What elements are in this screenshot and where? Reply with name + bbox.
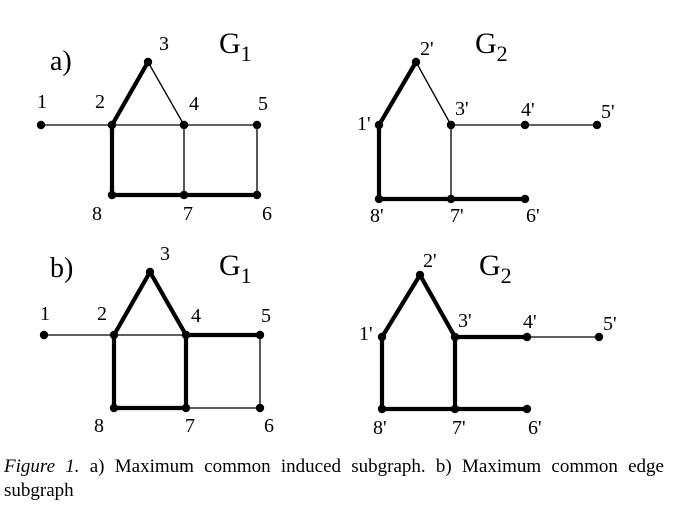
graph-title: G1 (219, 249, 252, 288)
node-label-8p: 8' (373, 417, 387, 439)
node-label-7p: 7' (452, 417, 466, 439)
node-label-5p: 5' (603, 313, 617, 335)
node-7p (450, 404, 460, 414)
node-label-4: 4 (189, 93, 199, 115)
node-label-2p: 2' (420, 38, 434, 60)
graph-title: G1 (219, 27, 252, 66)
node-4p (520, 120, 530, 130)
node-8p (374, 194, 384, 204)
node-label-1p: 1' (357, 113, 371, 135)
edge-2-3-bold (109, 59, 151, 128)
node-7 (179, 190, 189, 200)
node-5p (594, 332, 604, 342)
node-1p (377, 332, 387, 342)
caption-text: a) Maximum common induced subgraph. b) M… (4, 456, 664, 501)
edge-2p-3p (415, 61, 452, 126)
node-label-3p: 3' (458, 310, 472, 332)
node-3p (446, 120, 456, 130)
node-7p (446, 194, 456, 204)
graph-G2: G2 1' 2' 3' 4' 5' 6' 7' 8' (359, 249, 617, 439)
graph-G1: G1 1 2 3 4 5 6 7 8 (39, 243, 274, 437)
node-4p (522, 332, 532, 342)
edge-3-4-bold (147, 269, 189, 338)
node-label-7: 7 (185, 415, 195, 437)
graph-title: G2 (479, 249, 512, 288)
node-label-8: 8 (94, 415, 104, 437)
graph-title: G2 (475, 27, 508, 66)
node-8p (377, 404, 387, 414)
node-label-2: 2 (97, 303, 107, 325)
node-1 (39, 330, 49, 340)
node-1 (36, 120, 46, 130)
edge-2p-3p-bold (417, 272, 458, 340)
node-label-8: 8 (92, 203, 102, 225)
node-label-3: 3 (160, 243, 170, 265)
panel-a: a) G1 1 2 3 4 5 6 7 8 G2 1' 2' 3' 4' 5' 6' 7' 8' (36, 27, 615, 227)
graph-G2: G2 1' 2' 3' 4' 5' 6' 7' 8' (357, 27, 615, 227)
node-label-7: 7 (183, 203, 193, 225)
node-3p (450, 332, 460, 342)
node-8 (107, 190, 117, 200)
node-label-5: 5 (261, 305, 271, 327)
node-2 (107, 120, 117, 130)
node-label-1: 1 (40, 303, 50, 325)
node-5 (255, 330, 265, 340)
node-3 (145, 267, 155, 277)
node-label-8p: 8' (370, 205, 384, 227)
node-label-4p: 4' (521, 99, 535, 121)
node-8 (109, 403, 119, 413)
node-label-5p: 5' (601, 101, 615, 123)
node-2 (109, 330, 119, 340)
node-label-6: 6 (262, 203, 272, 225)
node-label-3: 3 (159, 33, 169, 55)
panel-b: b) G1 1 2 3 4 5 6 7 8 G2 1' 2' 3' 4' 5' 6' 7' 8' (39, 243, 617, 439)
node-label-1p: 1' (359, 323, 373, 345)
edge-1p-2p-bold (379, 272, 423, 340)
node-label-6: 6 (264, 415, 274, 437)
node-label-6p: 6' (526, 205, 540, 227)
node-label-4p: 4' (523, 311, 537, 333)
panel-label: b) (50, 253, 73, 284)
node-6 (255, 403, 265, 413)
figure-label: Figure 1. (4, 456, 80, 477)
node-5p (592, 120, 602, 130)
node-label-5: 5 (258, 93, 268, 115)
node-label-4: 4 (191, 305, 201, 327)
node-2p (411, 57, 421, 67)
figure-caption: Figure 1. a) Maximum common induced subg… (4, 455, 664, 503)
node-label-7p: 7' (450, 205, 464, 227)
node-label-1: 1 (37, 91, 47, 113)
node-label-3p: 3' (455, 98, 469, 120)
node-3 (143, 57, 153, 67)
node-2p (415, 270, 425, 280)
node-4 (181, 330, 191, 340)
edge-3-4 (147, 61, 185, 126)
panel-label: a) (50, 46, 72, 77)
node-6p (520, 194, 530, 204)
node-7 (181, 403, 191, 413)
node-5 (252, 120, 262, 130)
edge-2-3-bold (111, 269, 153, 338)
node-label-2: 2 (95, 91, 105, 113)
node-label-6p: 6' (528, 417, 542, 439)
graph-G1: G1 1 2 3 4 5 6 7 8 (36, 27, 272, 225)
node-4 (179, 120, 189, 130)
node-6p (522, 404, 532, 414)
node-1p (374, 120, 384, 130)
node-label-2p: 2' (423, 250, 437, 272)
edge-1p-2p-bold (376, 59, 419, 128)
node-6 (252, 190, 262, 200)
